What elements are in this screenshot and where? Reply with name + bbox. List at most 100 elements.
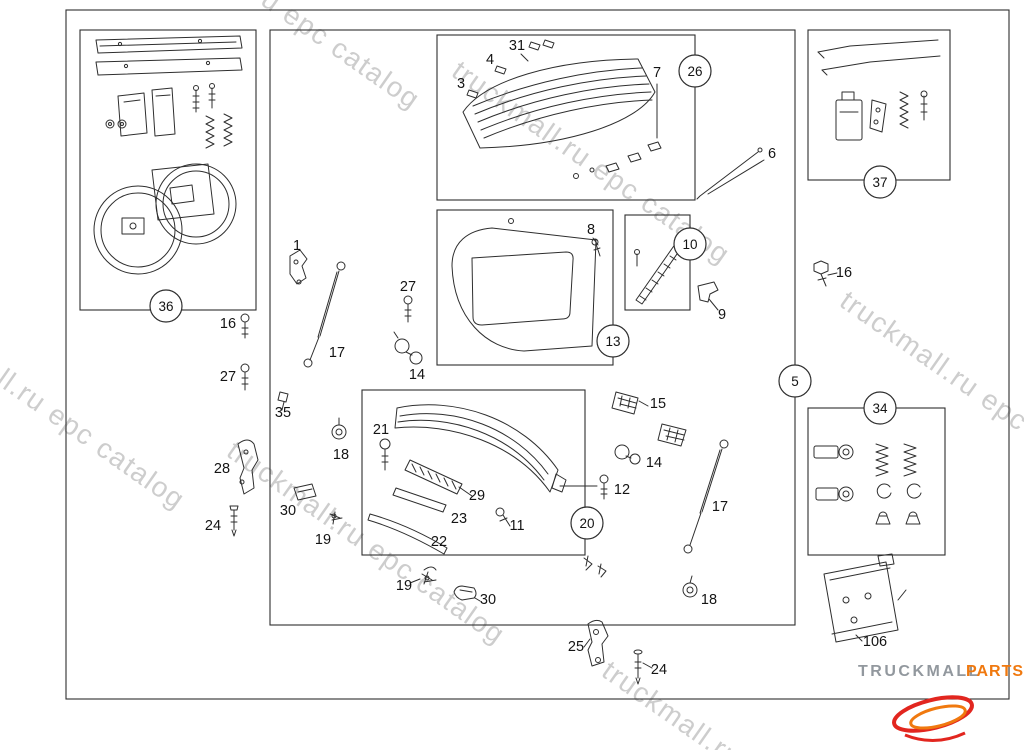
part-29-strip <box>404 459 463 495</box>
bracket-37 <box>869 99 887 133</box>
group-circle-5[interactable]: 5 <box>778 364 812 398</box>
part-label-27-top: 27 <box>400 279 416 295</box>
part-label-14-left: 14 <box>409 367 425 383</box>
hood-panel <box>462 58 656 149</box>
group-circle-20[interactable]: 20 <box>570 506 604 540</box>
sill-strips <box>95 35 243 76</box>
part-27-bolt-top <box>403 295 413 323</box>
clip-small-a <box>583 555 593 571</box>
cap-nuts-34 <box>875 511 921 525</box>
group-circle-34[interactable]: 34 <box>863 391 897 425</box>
part-label-21: 21 <box>373 422 389 438</box>
part-22-strip <box>367 513 448 555</box>
fittings-34 <box>813 444 854 502</box>
part-30-cap-bottom <box>453 585 477 601</box>
part-label-9: 9 <box>718 307 726 323</box>
part-18-grommet-left <box>331 417 347 440</box>
part-label-6: 6 <box>768 146 776 162</box>
part-19-clip-left <box>329 511 343 525</box>
part-label-30-bottom: 30 <box>480 592 496 608</box>
part-15-pads <box>611 391 687 447</box>
screw-37 <box>920 90 928 121</box>
part-label-11: 11 <box>509 518 524 534</box>
group-circle-13-label: 13 <box>605 334 620 349</box>
clips-34 <box>876 483 922 499</box>
part-label-17-right: 17 <box>712 499 728 515</box>
box-group-26 <box>436 34 696 201</box>
part-label-106: 106 <box>863 634 887 650</box>
hood-fasteners <box>466 39 662 179</box>
spring-37 <box>899 91 909 129</box>
mounting-plates <box>105 87 176 137</box>
part-label-29: 29 <box>469 488 485 504</box>
part-14-clamp-right <box>614 444 641 465</box>
springs-36 <box>205 113 233 149</box>
group-circle-13[interactable]: 13 <box>596 324 630 358</box>
bumper-molding <box>394 404 567 493</box>
leader-lines <box>409 53 863 669</box>
part-labels: 31 4 3 7 6 8 9 16 1 27 17 14 16 27 35 18… <box>205 38 887 678</box>
part-9-bracket <box>697 281 719 303</box>
box-group-36 <box>79 29 257 311</box>
group-circle-36[interactable]: 36 <box>149 289 183 323</box>
group-circle-26[interactable]: 26 <box>678 54 712 88</box>
part-18-grommet-right <box>682 575 698 598</box>
part-25-bracket <box>587 619 609 667</box>
springs-34 <box>875 443 917 477</box>
part-21-bolt <box>379 438 391 471</box>
truckmall-logo: TRUCKMALL PARTS <box>858 663 1024 742</box>
watermark-text: truckmall.ru epc catalog <box>597 655 886 750</box>
washer-bottle <box>835 91 863 141</box>
part-label-1: 1 <box>293 238 301 254</box>
watermark-text: truckmall.ru epc catalog <box>835 285 1024 501</box>
box-group-10 <box>624 214 691 311</box>
part-16-bolt-left <box>240 313 250 339</box>
part-label-27-left: 27 <box>220 369 236 385</box>
group-circle-5-label: 5 <box>791 374 799 389</box>
group-circle-37-label: 37 <box>872 175 887 190</box>
part-label-24-bottom: 24 <box>651 662 667 678</box>
box-group-13 <box>436 209 614 366</box>
part-label-12: 12 <box>614 482 630 498</box>
part-label-25: 25 <box>568 639 584 655</box>
part-28-bracket <box>237 439 259 495</box>
part-6-rod <box>696 147 763 200</box>
group-circle-10[interactable]: 10 <box>673 227 707 261</box>
part-24-screw-bottom <box>633 649 643 685</box>
group-circle-34-label: 34 <box>872 401 888 416</box>
part-17-strut-right <box>683 439 729 554</box>
part-14-clamp-left <box>393 331 423 365</box>
watermark-text: truckmall.ru epc catalog <box>222 435 511 651</box>
part-23-strip <box>392 487 447 513</box>
part-19-clip-bottom <box>421 566 437 585</box>
seal-rings <box>93 163 237 275</box>
box-main-group <box>269 29 796 626</box>
part-label-35: 35 <box>275 405 291 421</box>
part-label-19-bottom: 19 <box>396 578 412 594</box>
part-label-30-left: 30 <box>280 503 296 519</box>
part-label-28: 28 <box>214 461 230 477</box>
logo-accent-text: PARTS <box>966 663 1024 680</box>
part-106-plate <box>823 553 907 643</box>
inner-panel <box>451 218 597 352</box>
watermark-text: truckmall.ru epc catalog <box>137 0 426 115</box>
box-group-34 <box>807 407 946 556</box>
part-label-18-right: 18 <box>701 592 717 608</box>
logo-swirl-icon <box>892 695 974 742</box>
part-label-8: 8 <box>587 222 595 238</box>
part-label-15: 15 <box>650 396 666 412</box>
part-27-bolt-left <box>240 363 250 391</box>
part-label-31: 31 <box>509 38 525 54</box>
box-group-37 <box>807 29 951 181</box>
part-8-bolt <box>591 238 601 257</box>
group-circle-20-label: 20 <box>579 516 594 531</box>
logo-brand-text: TRUCKMALL <box>858 663 981 680</box>
part-1-hinge <box>289 249 308 285</box>
part-label-24-left: 24 <box>205 518 221 534</box>
page-frame <box>65 9 1010 700</box>
watermark-text: truckmall.ru epc catalog <box>0 300 191 516</box>
part-30-box-left <box>293 483 317 501</box>
group-circle-37[interactable]: 37 <box>863 165 897 199</box>
box-group-20 <box>361 389 586 556</box>
